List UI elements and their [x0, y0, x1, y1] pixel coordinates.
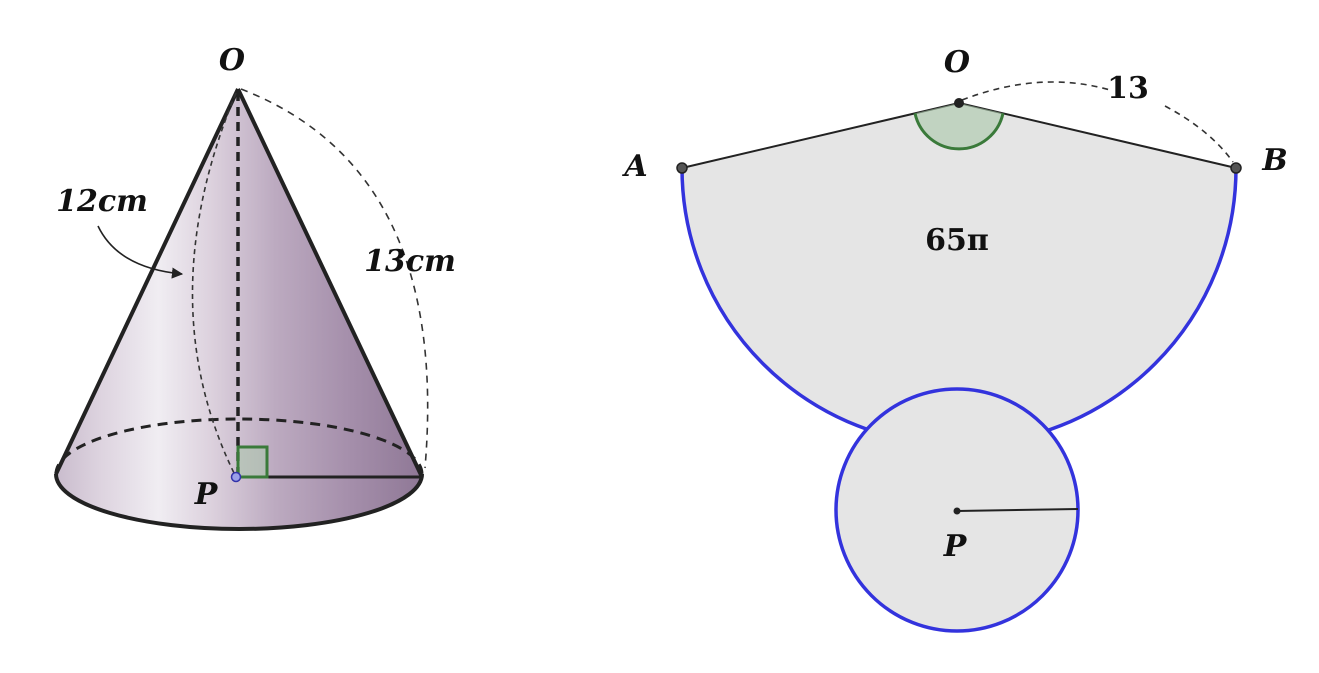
point-a: [676, 162, 688, 174]
cone-left-slant-edge: [54, 88, 240, 475]
point-a-label: A: [621, 149, 647, 184]
radius-dimension-arc: [961, 81, 1234, 163]
radius-label: 13: [1107, 71, 1149, 106]
sector-angle-arc: [913, 112, 1005, 151]
cone-net: O A B 13 65π P: [621, 45, 1288, 633]
height-label: 12cm: [56, 184, 148, 219]
cone-base-front-edge: [54, 473, 424, 531]
right-angle-marker: [236, 445, 269, 479]
sector-area-label: 65π: [925, 223, 989, 258]
slant-height-dimension-arc: [240, 88, 429, 469]
sector-edge-ob: [958, 102, 1237, 169]
point-p: [953, 507, 961, 515]
base-circle-radius: [956, 508, 1079, 512]
sector-angle-marker: [915, 103, 1003, 149]
slant-height-label: 13cm: [364, 244, 456, 279]
cone-center-label: P: [194, 477, 219, 512]
cone-right-slant-edge: [236, 88, 424, 478]
point-b: [1230, 162, 1242, 174]
point-b-label: B: [1261, 143, 1287, 178]
lateral-surface-sector: [682, 103, 1236, 445]
cone: O P 12cm 13cm: [54, 43, 456, 531]
center-point-p: [230, 471, 242, 483]
sector-edge-oa: [681, 102, 960, 169]
net-apex-label: O: [944, 45, 970, 80]
cone-apex-label: O: [219, 43, 245, 78]
height-dimension-arc: [191, 92, 237, 474]
base-center-label: P: [943, 529, 968, 564]
cone-base-back-edge: [54, 417, 424, 475]
point-o: [954, 98, 964, 108]
height-callout-arrow: [97, 225, 184, 279]
